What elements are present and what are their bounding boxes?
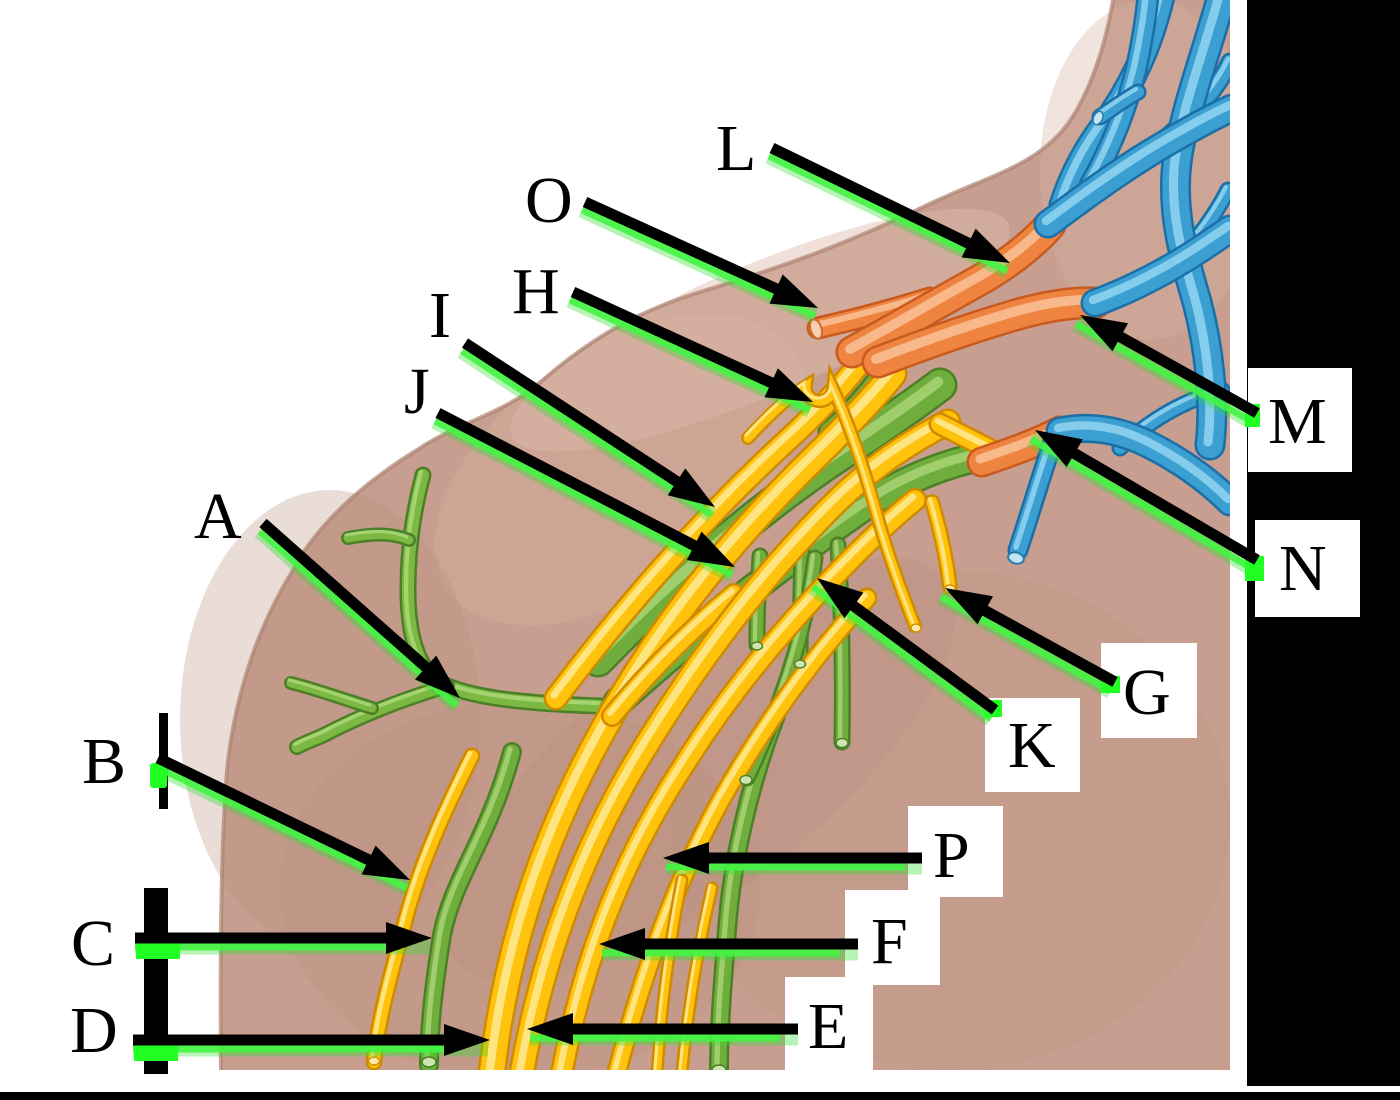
blue-vessels bbox=[1007, 0, 1247, 561]
label-G: G bbox=[1123, 656, 1171, 729]
orange-trunks bbox=[806, 208, 1112, 478]
label-F: F bbox=[871, 905, 908, 978]
arrow-G bbox=[937, 588, 1120, 699]
label-box-M bbox=[1248, 368, 1352, 472]
leader-arrows bbox=[133, 143, 1264, 1061]
arrow-F bbox=[599, 928, 858, 961]
arrow-P bbox=[663, 842, 922, 875]
arrow-C bbox=[135, 922, 432, 959]
arrow-O bbox=[578, 196, 819, 324]
arrow-A bbox=[254, 518, 463, 712]
arrow-L bbox=[765, 143, 1011, 279]
label-B: B bbox=[82, 725, 126, 798]
label-K: K bbox=[1008, 709, 1056, 782]
bottom-mask-bar bbox=[0, 1092, 1400, 1100]
label-box-F bbox=[845, 890, 940, 985]
label-O: O bbox=[525, 164, 573, 237]
label-I: I bbox=[429, 279, 451, 352]
label-box-E bbox=[785, 977, 873, 1070]
label-D: D bbox=[70, 994, 118, 1067]
arrow-E bbox=[527, 1013, 798, 1046]
arrow-I bbox=[457, 338, 717, 522]
arrow-N bbox=[1026, 430, 1264, 581]
label-P: P bbox=[933, 819, 970, 892]
arrow-K bbox=[808, 578, 1002, 726]
arrow-H bbox=[566, 286, 814, 418]
arrow-D bbox=[133, 1024, 490, 1061]
label-box-N bbox=[1255, 520, 1360, 617]
label-E: E bbox=[808, 990, 848, 1063]
cut-ends bbox=[367, 110, 1104, 1076]
label-boxes bbox=[785, 368, 1360, 1070]
label-M: M bbox=[1268, 385, 1327, 458]
label-A: A bbox=[194, 480, 242, 553]
arrow-M bbox=[1072, 315, 1260, 429]
label-H: H bbox=[512, 255, 560, 328]
label-J: J bbox=[404, 355, 430, 428]
label-L: L bbox=[716, 112, 756, 185]
yellow-nerve-cords bbox=[365, 327, 1014, 1087]
arrow-J bbox=[431, 408, 736, 583]
label-letters: L O H I J A B C D M N G K P F E bbox=[70, 112, 1327, 1067]
label-box-P bbox=[908, 806, 1003, 897]
arrow-B bbox=[150, 753, 411, 896]
label-C: C bbox=[71, 907, 115, 980]
label-N: N bbox=[1279, 532, 1327, 605]
